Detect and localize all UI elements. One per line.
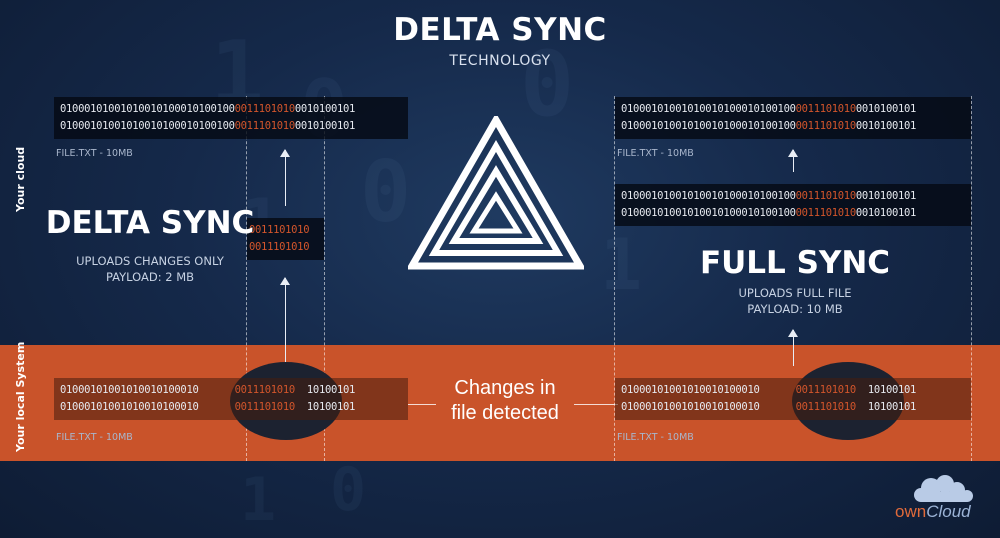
full-cloud-file: 0100010100101001010001010010000111010100… (615, 97, 971, 139)
delta-guide-right (324, 96, 325, 461)
arrow-up-icon (280, 149, 290, 206)
full-upload-file: 0100010100101001010001010010000111010100… (615, 184, 971, 226)
side-label-cloud: Your cloud (14, 146, 27, 212)
page-title: DELTA SYNC (393, 12, 607, 48)
side-label-local: Your local System (14, 341, 27, 452)
arrow-up-icon (788, 149, 798, 172)
page-subtitle: TECHNOLOGY (449, 53, 551, 69)
arrow-up-icon (788, 329, 798, 366)
connector-left (408, 404, 436, 405)
delta-heading: DELTA SYNC (45, 205, 255, 241)
connector-right (574, 404, 618, 405)
full-guide-right (971, 96, 972, 461)
full-local-file-label: FILE.TXT - 10MB (617, 432, 694, 443)
delta-cloud-file-label: FILE.TXT - 10MB (56, 148, 133, 159)
arrow-up-icon (280, 277, 290, 366)
penrose-triangle-icon (408, 116, 584, 270)
full-local-file: 01000101001010010100010 0011101010 10100… (615, 378, 971, 420)
owncloud-logo-icon (914, 475, 973, 502)
owncloud-wordmark: ownCloud (895, 502, 971, 521)
delta-cloud-file: 0100010100101001010001010010000111010100… (54, 97, 408, 139)
full-guide-left (614, 96, 615, 461)
delta-guide-left (246, 96, 247, 461)
delta-local-file-label: FILE.TXT - 10MB (56, 432, 133, 443)
delta-changed-chunk: 0011101010 0011101010 (247, 218, 324, 260)
delta-local-file: 01000101001010010100010 0011101010 10100… (54, 378, 408, 420)
full-cloud-file-label: FILE.TXT - 10MB (617, 148, 694, 159)
full-heading: FULL SYNC (699, 245, 891, 281)
